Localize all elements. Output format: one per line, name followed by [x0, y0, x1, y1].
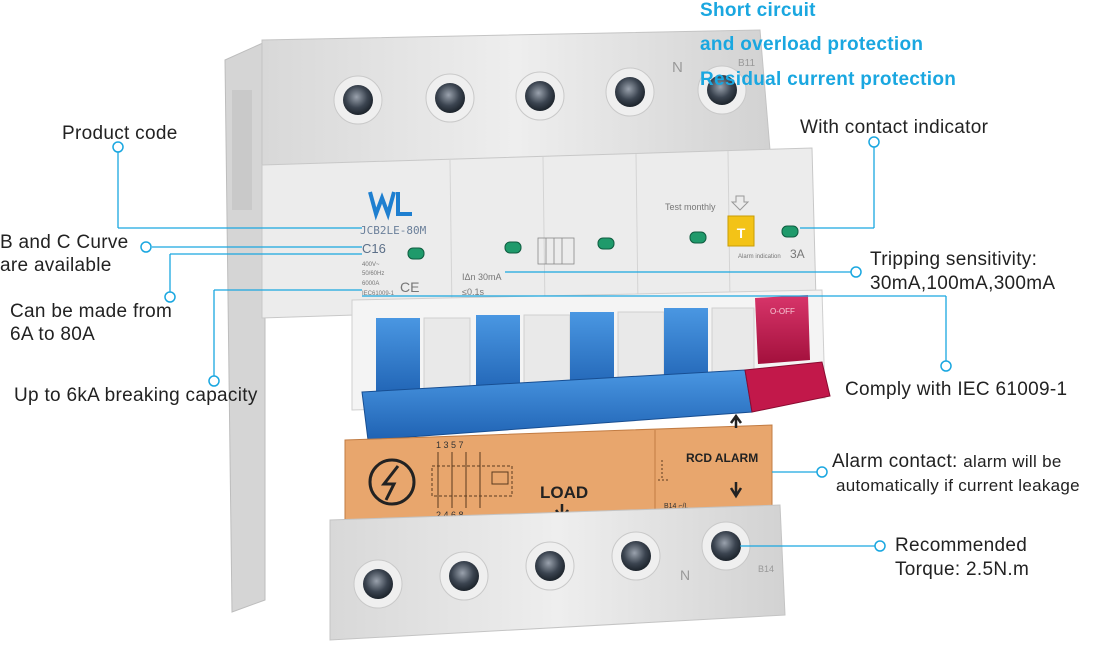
top-n-mark: N — [672, 59, 683, 76]
contact-indicator-5 — [781, 225, 799, 238]
screw-icon — [333, 75, 383, 125]
spec-voltage: 400V~ — [362, 262, 380, 268]
rating-code: C16 — [362, 241, 386, 256]
contact-indicator-2 — [504, 241, 522, 254]
callout-torque-line-1: Recommended — [895, 535, 1028, 556]
circuit-diagram — [431, 452, 513, 508]
screw-icon — [425, 73, 475, 123]
alarm-rating: 3A — [790, 247, 805, 261]
callout-contact-indicator: With contact indicator — [800, 117, 989, 138]
contact-indicator-4 — [689, 231, 707, 244]
test-monthly-label: Test monthly — [665, 202, 716, 212]
screw-icon — [525, 541, 575, 591]
callout-range-line-1: Can be made from — [10, 301, 173, 322]
callout-alarm-line-1: Alarm contact: alarm will be — [832, 450, 1062, 473]
residual-current: IΔn 30mA — [462, 272, 502, 282]
callout-alarm-line-2: automatically if current leakage — [836, 476, 1080, 495]
din-clip — [232, 90, 252, 210]
off-label: O-OFF — [770, 307, 795, 316]
terminal-numbers-bottom: 2 4 6 8 — [436, 510, 464, 520]
rcd-red-toggle[interactable] — [755, 295, 810, 364]
trip-delay: ≤0.1s — [462, 287, 484, 297]
bottom-terminal-code: B14 — [758, 564, 774, 574]
headline-line-2: and overload protection — [700, 34, 924, 55]
callout-range-line-2: 6A to 80A — [10, 324, 96, 345]
brand-logo — [368, 191, 412, 221]
callout-breaking-capacity: Up to 6kA breaking capacity — [14, 385, 258, 406]
headline-line-1: Short circuit — [700, 0, 816, 21]
arrow-up-icon — [729, 413, 743, 428]
load-label: LOAD — [540, 483, 588, 502]
callout-torque-line-2: Torque: 2.5N.m — [895, 559, 1030, 580]
contact-indicator-1 — [407, 247, 425, 260]
screw-icon — [611, 531, 661, 581]
rcd-terminal-code: B14 ⌐/L — [664, 503, 688, 510]
rcd-alarm-label: RCD ALARM — [686, 451, 758, 465]
pole-toggle-1[interactable] — [376, 318, 420, 398]
screw-icon — [515, 71, 565, 121]
lightning-icon — [368, 458, 416, 506]
arrow-down-icon — [729, 482, 743, 499]
callout-iec: Comply with IEC 61009-1 — [845, 379, 1068, 400]
rcd-red-handle[interactable] — [744, 361, 831, 413]
callout-curve-line-2: are available — [0, 255, 112, 276]
callout-alarm-title: Alarm contact: — [832, 451, 958, 472]
alarm-indication-label: Alarm indication — [738, 254, 781, 260]
bottom-screws — [353, 521, 751, 609]
top-terminal-code: B11 — [738, 58, 755, 69]
callout-sensitivity-line-2: 30mA,100mA,300mA — [870, 273, 1056, 294]
bottom-n-mark: N — [680, 567, 690, 583]
spec-breaking: 6000A — [362, 281, 379, 287]
terminal-numbers-top: 1 3 5 7 — [436, 440, 464, 450]
test-button[interactable] — [727, 215, 755, 247]
top-screws — [333, 65, 747, 125]
ce-mark: CE — [400, 279, 419, 295]
callout-product-code: Product code — [62, 123, 178, 144]
contact-indicator-3 — [597, 237, 615, 250]
screw-icon — [439, 551, 489, 601]
screw-icon — [605, 67, 655, 117]
model-code: JCB2LE-80M — [360, 224, 427, 237]
spec-standard: IEC61009-1 — [362, 291, 395, 297]
headline-line-3: Residual current protection — [700, 69, 957, 90]
screw-icon — [353, 559, 403, 609]
callout-lines — [117, 142, 947, 547]
screw-icon — [697, 65, 747, 115]
wiring-sketch — [537, 237, 575, 265]
callout-dots — [112, 136, 952, 552]
screw-icon — [701, 521, 751, 571]
test-button-label: T — [737, 225, 746, 241]
arrow-down-icon — [730, 195, 750, 211]
callout-alarm-detail: alarm will be — [963, 452, 1062, 471]
spec-frequency: 50/60Hz — [362, 271, 384, 277]
callout-curve-line-1: B and C Curve — [0, 232, 129, 253]
callout-sensitivity-line-1: Tripping sensitivity: — [870, 249, 1038, 270]
